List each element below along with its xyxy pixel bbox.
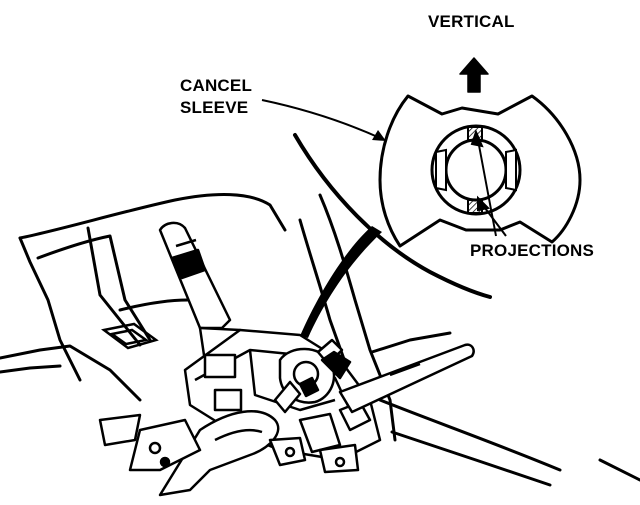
label-cancel-sleeve-line1: CANCEL (180, 76, 253, 95)
cancel-sleeve-leader (261, 99, 386, 141)
projections-leaders (470, 129, 507, 237)
turn-signal-lever (338, 343, 475, 414)
arrow-up-icon (459, 57, 489, 93)
label-projections: PROJECTIONS (470, 241, 595, 260)
connector-hand (98, 410, 360, 497)
cancel-sleeve-detail (378, 94, 582, 248)
label-vertical: VERTICAL (428, 12, 515, 31)
callout-wedge (300, 226, 382, 338)
vent-slots (101, 322, 159, 350)
cancel-sleeve-arc (293, 133, 492, 299)
label-cancel-sleeve-line2: SLEEVE (180, 98, 249, 117)
